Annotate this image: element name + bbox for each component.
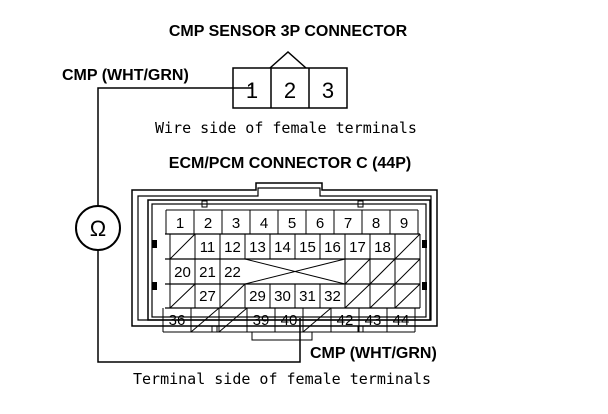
ecm-pin-20: 20 [174,264,191,281]
ecm-pin-43: 43 [365,312,382,329]
cmp-connector: 1 2 3 [232,50,348,109]
ecm-pin-2: 2 [204,215,212,232]
ecm-wire-label: CMP (WHT/GRN) [310,345,437,362]
ohm-symbol: Ω [90,216,106,241]
row-5-grid [162,308,416,333]
ecm-pin-4: 4 [260,215,268,232]
cmp-connector-caption: Wire side of female terminals [155,119,417,137]
ecm-pin-1: 1 [176,215,184,232]
ohmmeter-icon: Ω [75,205,121,251]
row-2-pins: 11 12 13 14 15 16 17 18 [200,239,391,256]
ecm-pin-8: 8 [372,215,380,232]
ecm-pin-5: 5 [288,215,296,232]
ecm-pin-40: 40 [281,312,298,329]
ecm-pin-14: 14 [274,239,291,256]
row-4-pins: 27 29 30 31 32 [199,288,341,305]
ecm-connector-caption: Terminal side of female terminals [133,370,431,388]
ecm-pin-13: 13 [249,239,266,256]
cmp-pin-1: 1 [246,78,258,103]
row-3-pins: 20 21 22 [174,264,241,281]
ecm-pin-3: 3 [232,215,240,232]
ecm-pin-27: 27 [199,288,216,305]
cmp-wire-label-top: CMP (WHT/GRN) [62,67,189,84]
row-1-grid [165,209,419,234]
rows-2-4-grid [169,234,421,308]
ecm-pin-21: 21 [199,264,216,281]
ecm-pin-22: 22 [224,264,241,281]
ecm-pin-12: 12 [224,239,241,256]
ecm-pin-6: 6 [316,215,324,232]
ecm-pin-18: 18 [374,239,391,256]
ecm-pin-7: 7 [344,215,352,232]
probe-wire [97,84,301,363]
ecm-pin-29: 29 [249,288,266,305]
ecm-pin-15: 15 [299,239,316,256]
row-5-pins: 36 39 40 42 43 44 [169,312,410,329]
ecm-pin-42: 42 [337,312,354,329]
ecm-pin-9: 9 [400,215,408,232]
ecm-pin-39: 39 [253,312,270,329]
ecm-connector: 1 2 3 4 5 6 7 8 9 11 12 13 14 15 16 17 1… [131,182,438,341]
ecm-pin-30: 30 [274,288,291,305]
ecm-pin-44: 44 [393,312,410,329]
row-1-pins: 1 2 3 4 5 6 7 8 9 [176,215,408,232]
empty-cell-marks [169,233,421,333]
ecm-pin-17: 17 [349,239,366,256]
ecm-pin-31: 31 [299,288,316,305]
ecm-pin-36: 36 [169,312,186,329]
cmp-connector-title: CMP SENSOR 3P CONNECTOR [169,23,408,40]
ecm-connector-title: ECM/PCM CONNECTOR C (44P) [169,155,411,172]
cmp-pin-2: 2 [284,78,296,103]
ecm-pin-16: 16 [324,239,341,256]
cmp-pin-3: 3 [322,78,334,103]
ecm-pin-32: 32 [324,288,341,305]
ecm-pin-11: 11 [200,239,216,256]
